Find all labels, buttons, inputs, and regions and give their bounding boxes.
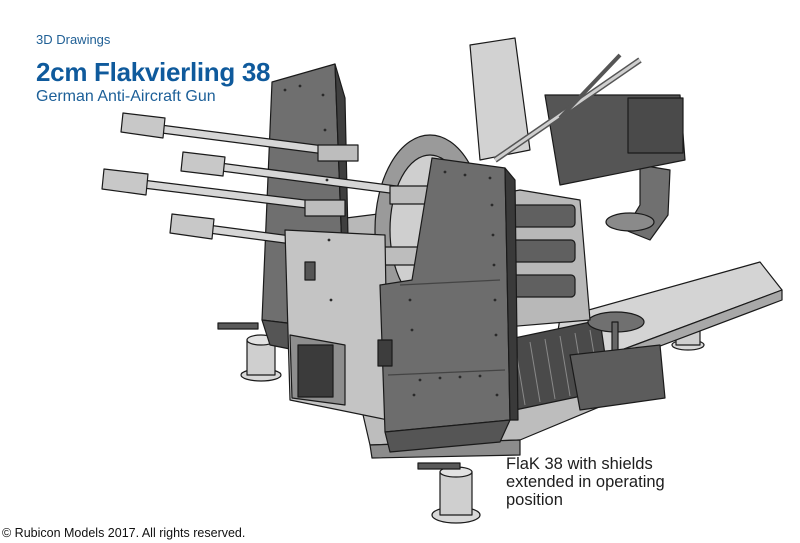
- page-title: 2cm Flakvierling 38: [36, 57, 271, 87]
- rivets: [283, 84, 499, 397]
- barrel-lower-left: [101, 168, 346, 217]
- gunner-seat-upper: [605, 164, 671, 241]
- sight-bracket: [469, 37, 531, 161]
- barrel-upper-right: [180, 151, 436, 205]
- base-foot-left: [217, 322, 282, 382]
- gunner-seat-right: [569, 311, 666, 411]
- figure-caption: FlaK 38 with shields extended in operati…: [506, 455, 665, 509]
- page-subtitle: German Anti-Aircraft Gun: [36, 88, 216, 105]
- barrel-upper-left: [120, 112, 359, 162]
- kicker-label: 3D Drawings: [36, 32, 111, 47]
- base-foot-front: [417, 462, 481, 524]
- shield-front: [377, 157, 519, 453]
- copyright-notice: © Rubicon Models 2017. All rights reserv…: [2, 526, 246, 540]
